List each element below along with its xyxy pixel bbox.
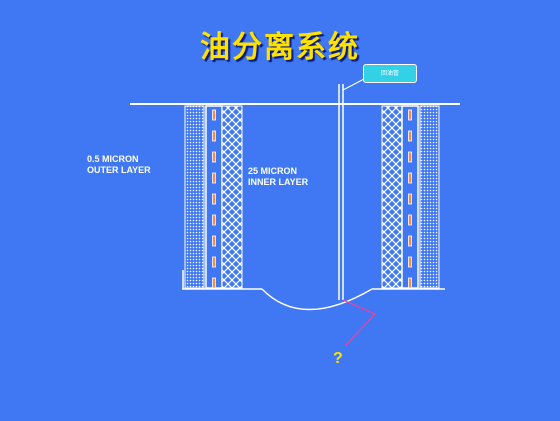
left-filter-wall bbox=[184, 105, 243, 289]
orange-dash bbox=[212, 193, 216, 205]
question-mark: ? bbox=[333, 350, 343, 367]
outer-layer-label: 0.5 MICRON OUTER LAYER bbox=[87, 154, 151, 176]
inner-label-line1: 25 MICRON bbox=[248, 166, 298, 176]
orange-dash bbox=[408, 193, 412, 205]
question-pointer-line bbox=[342, 299, 377, 347]
page-title: 油分离系统 bbox=[200, 30, 360, 65]
orange-dash bbox=[408, 256, 412, 268]
orange-dash bbox=[408, 235, 412, 247]
left-inner-layer bbox=[221, 105, 243, 289]
orange-dash bbox=[212, 214, 216, 226]
outer-label-line2: OUTER LAYER bbox=[87, 165, 151, 175]
orange-dash bbox=[212, 130, 216, 142]
left-dashes bbox=[212, 109, 216, 289]
orange-dash bbox=[408, 277, 412, 289]
orange-dash bbox=[408, 151, 412, 163]
orange-dash bbox=[212, 172, 216, 184]
orange-dash bbox=[212, 151, 216, 163]
orange-dash bbox=[408, 214, 412, 226]
orange-dash bbox=[212, 235, 216, 247]
right-outer-layer bbox=[419, 105, 440, 289]
orange-dash bbox=[408, 130, 412, 142]
return-tube-callout: 回油管 bbox=[363, 64, 417, 83]
left-outer-layer bbox=[184, 105, 205, 289]
right-dashes bbox=[408, 109, 412, 289]
orange-dash bbox=[212, 277, 216, 289]
outer-label-line1: 0.5 MICRON bbox=[87, 154, 139, 164]
element-bottom-curve bbox=[261, 288, 373, 311]
right-filter-wall bbox=[381, 105, 440, 289]
inner-layer-label: 25 MICRON INNER LAYER bbox=[248, 166, 308, 188]
orange-dash bbox=[408, 172, 412, 184]
right-inner-layer bbox=[381, 105, 403, 289]
orange-dash bbox=[408, 109, 412, 121]
orange-dash bbox=[212, 256, 216, 268]
orange-dash bbox=[212, 109, 216, 121]
inner-label-line2: INNER LAYER bbox=[248, 177, 309, 187]
callout-connector bbox=[342, 77, 367, 91]
